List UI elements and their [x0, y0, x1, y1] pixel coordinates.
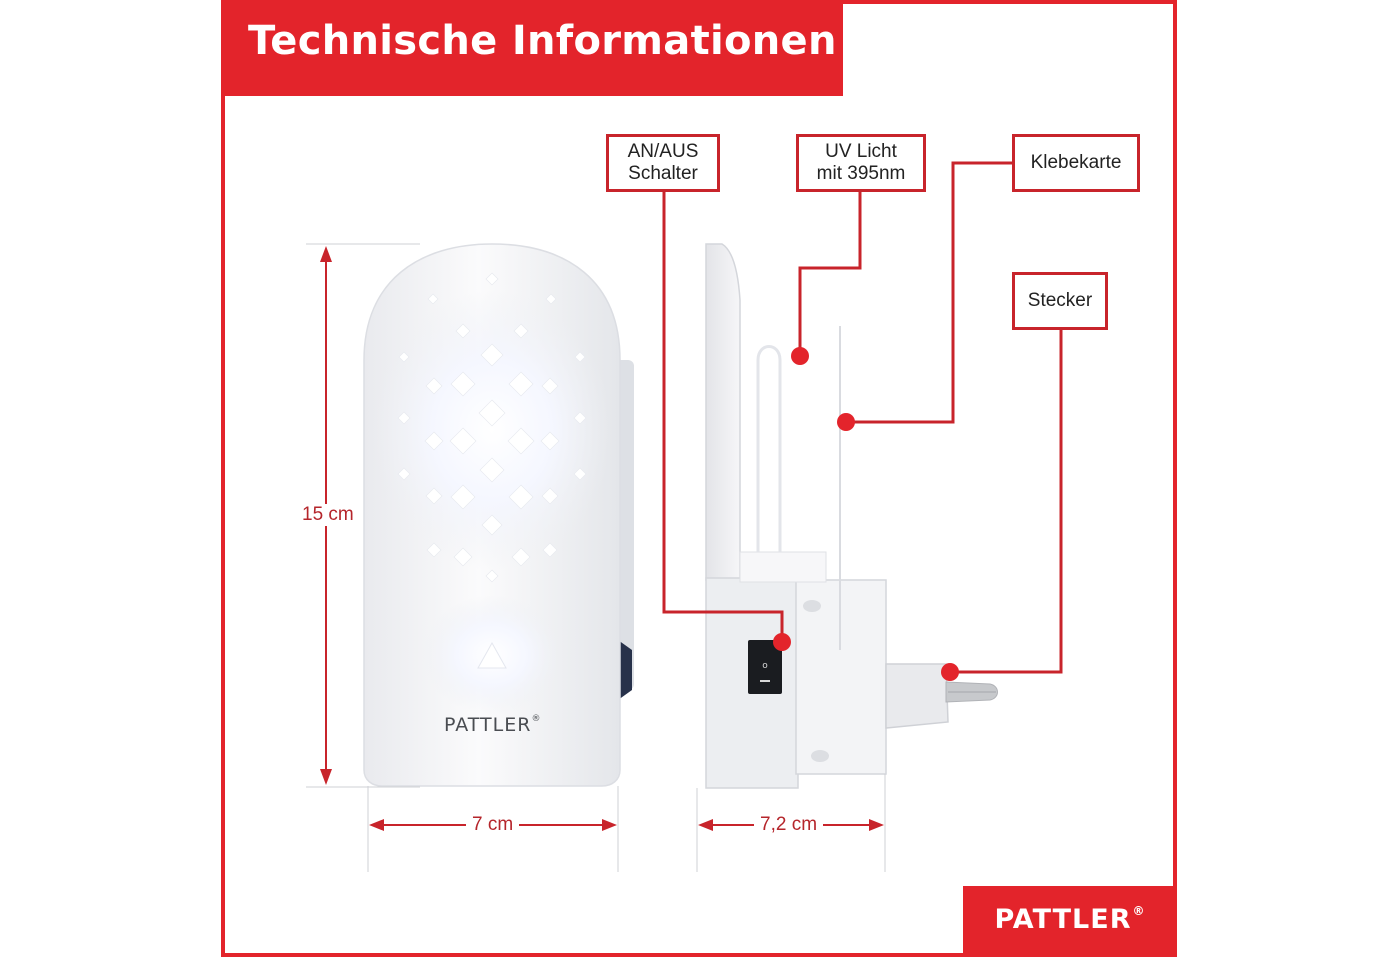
- callout-leaders: [662, 161, 1063, 674]
- side-switch-edge: [618, 640, 632, 700]
- leader-plug: [950, 328, 1063, 674]
- title-banner: [221, 0, 843, 96]
- brand-mark: ®: [1132, 904, 1146, 918]
- dot-plug: [941, 663, 959, 681]
- light-indicator-icon: [477, 641, 507, 669]
- callout-switch: AN/AUS Schalter: [606, 134, 720, 192]
- uv-tube: [756, 345, 782, 552]
- device-logo: PATTLER®: [444, 714, 541, 736]
- front-view: [363, 243, 634, 787]
- dimension-front-width-label: 7 cm: [466, 814, 520, 836]
- brand-logo: PATTLER®: [963, 904, 1177, 935]
- dot-glue-card: [837, 413, 855, 431]
- brand-name: PATTLER: [994, 904, 1132, 935]
- callout-switch-line2: Schalter: [628, 163, 698, 184]
- dimension-lines: [306, 243, 886, 872]
- switch-on-glyph: o: [762, 661, 768, 671]
- leader-glue-card: [846, 161, 1013, 424]
- dot-switch: [773, 633, 791, 651]
- leader-switch: [662, 190, 784, 642]
- power-switch: [748, 640, 782, 694]
- screw-top: [803, 600, 821, 612]
- page-title: Technische Informationen: [248, 18, 837, 64]
- device-logo-name: PATTLER: [444, 714, 532, 736]
- callout-dots: [773, 347, 959, 681]
- dimension-side-width-label: 7,2 cm: [754, 814, 824, 836]
- device-logo-mark: ®: [531, 714, 542, 724]
- screw-bottom: [811, 750, 829, 762]
- callout-uv-light: UV Licht mit 395nm: [796, 134, 926, 192]
- dimension-height-label: 15 cm: [296, 504, 360, 526]
- brand-badge: [963, 886, 1177, 957]
- callout-glue-card: Klebekarte: [1012, 134, 1140, 192]
- lamp-base: [739, 551, 827, 583]
- callout-switch-line1: AN/AUS: [627, 141, 699, 162]
- side-front-panel: [705, 243, 741, 581]
- ventilation-pattern: [397, 272, 587, 583]
- leader-uv-light: [798, 190, 862, 356]
- callout-glue-card-line1: Klebekarte: [1030, 152, 1122, 173]
- plug-body: [885, 663, 949, 729]
- callout-plug-line1: Stecker: [1027, 290, 1093, 311]
- callout-plug: Stecker: [1012, 272, 1108, 330]
- callout-uv-light-line2: mit 395nm: [816, 163, 906, 184]
- callout-uv-light-line1: UV Licht: [825, 141, 897, 162]
- dot-uv-light: [791, 347, 809, 365]
